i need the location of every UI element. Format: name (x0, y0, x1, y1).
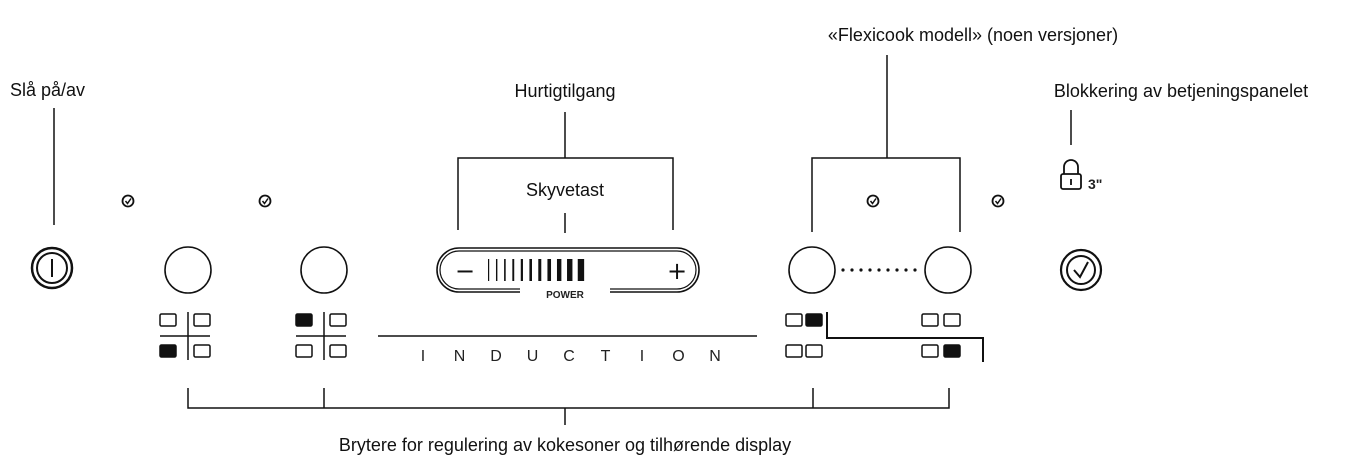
zones-bracket (187, 388, 950, 409)
induction-letter: O (672, 348, 684, 365)
slider-plus[interactable]: + (667, 257, 687, 285)
timer-icons (121, 194, 1005, 208)
clock-icon (1073, 261, 1089, 279)
induction-letter: C (563, 348, 575, 365)
slider-bar (488, 259, 490, 281)
zone-indicator-icon (921, 313, 939, 327)
flexicook-label: «Flexicook modell» (noen versjoner) (828, 25, 1118, 45)
zone-button-1[interactable] (164, 246, 212, 294)
induction-letter: I (421, 348, 425, 365)
slider-bar (529, 259, 532, 281)
leader-lines (53, 55, 1072, 425)
zone-indicator-icon (805, 313, 823, 327)
zone-indicator-icon (943, 344, 961, 358)
slider-caption: POWER (546, 290, 585, 301)
zone-indicator-icon (785, 313, 803, 327)
slider-bar (538, 259, 542, 281)
zone-button-3[interactable] (788, 246, 836, 294)
zone-indicator-icon (159, 312, 211, 360)
zone-indicator-icon (785, 344, 803, 358)
induction-letter: I (640, 348, 644, 365)
zone-button-4[interactable] (924, 246, 972, 294)
flexi-dotted-connector (841, 268, 917, 272)
quick-access-bracket (457, 157, 674, 230)
timer-icon (991, 194, 1005, 208)
timer-icon (866, 194, 880, 208)
zone-indicators (159, 312, 961, 360)
slider-bar (520, 259, 523, 281)
slider-minus[interactable]: − (455, 257, 475, 285)
power-label: Slå på/av (10, 80, 85, 100)
lock-label: Blokkering av betjeningspanelet (1054, 81, 1308, 101)
induction-letter: D (490, 348, 502, 365)
zone-indicator-icon (943, 313, 961, 327)
timer-button[interactable] (1059, 248, 1103, 292)
flexicook-bracket (811, 157, 961, 232)
induction-letter: T (601, 348, 611, 365)
zone-button-2[interactable] (300, 246, 348, 294)
slider-bar (495, 259, 498, 281)
power-button[interactable] (30, 246, 74, 290)
slider-level-bars (488, 259, 585, 281)
zones-label: Brytere for regulering av kokesoner og t… (339, 435, 791, 455)
lock-time: 3" (1088, 176, 1102, 192)
timer-icon (121, 194, 135, 208)
flexi-zone-bracket (826, 312, 984, 362)
induction-letter: U (527, 348, 539, 365)
timer-icon (258, 194, 272, 208)
slider-bar (556, 259, 562, 281)
induction-letter: N (709, 348, 721, 365)
slider-bar (504, 259, 506, 281)
induction-letter: N (454, 348, 466, 365)
slider-bar (577, 259, 585, 281)
zone-indicator-icon (805, 344, 823, 358)
slider-label: Skyvetast (526, 180, 604, 200)
slider-bar (547, 259, 552, 281)
slider-bar (512, 259, 515, 281)
zone-indicator-icon (295, 312, 347, 360)
zone-indicator-icon (921, 344, 939, 358)
power-slider[interactable]: POWER − + (436, 247, 700, 301)
quick-access-label: Hurtigtilgang (514, 81, 615, 101)
slider-bar (567, 259, 573, 281)
padlock-icon (1060, 159, 1082, 190)
